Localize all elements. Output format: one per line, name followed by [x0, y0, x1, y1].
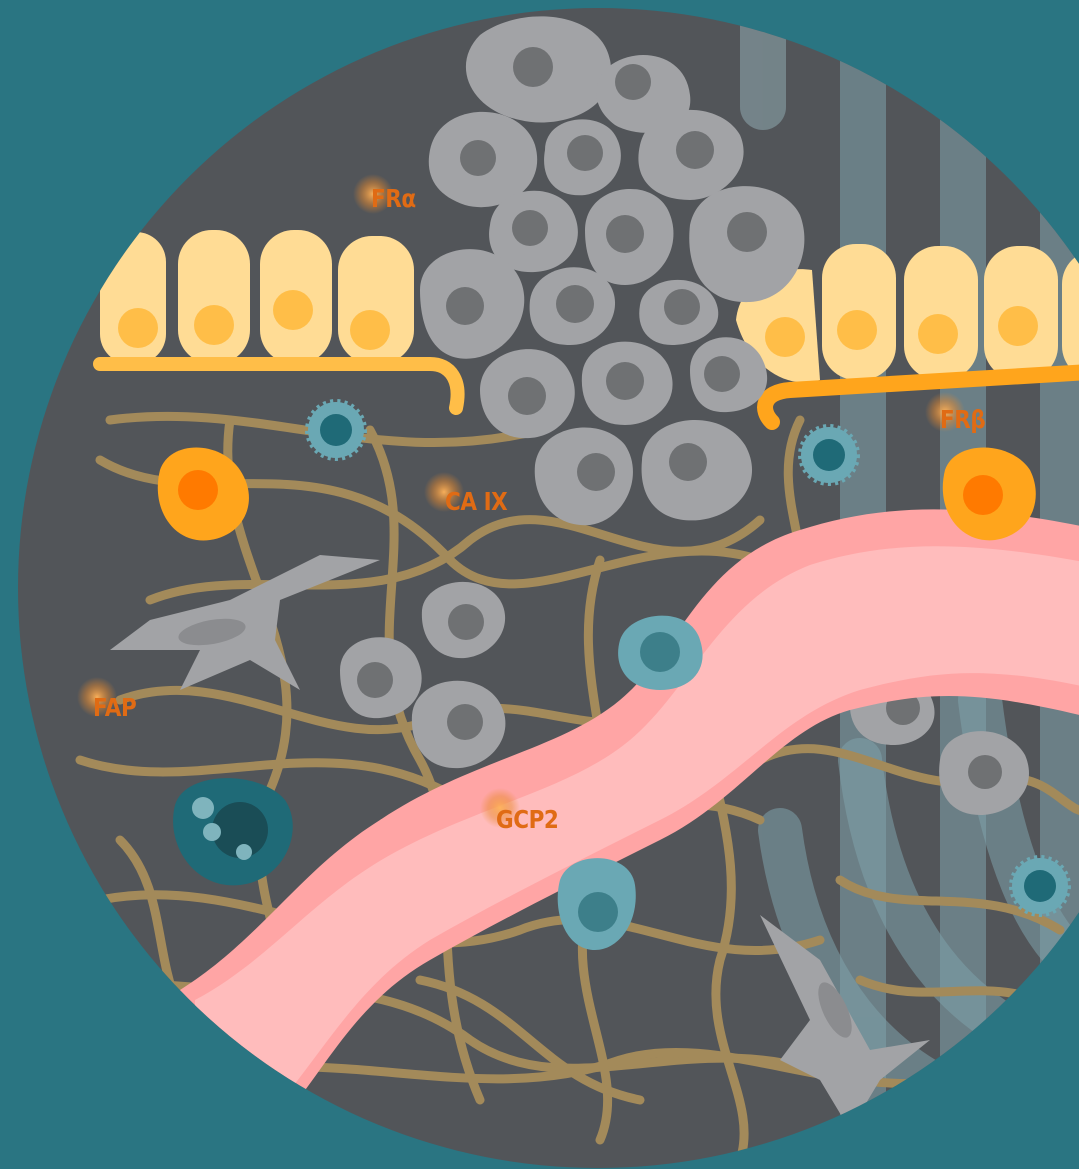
label-fr-beta: FRβ: [940, 405, 985, 434]
label-gcp2: GCP2: [496, 805, 558, 834]
label-fap: FAP: [93, 693, 136, 722]
label-ca-ix: CA IX: [445, 487, 507, 516]
label-fr-alpha: FRα: [371, 184, 416, 213]
